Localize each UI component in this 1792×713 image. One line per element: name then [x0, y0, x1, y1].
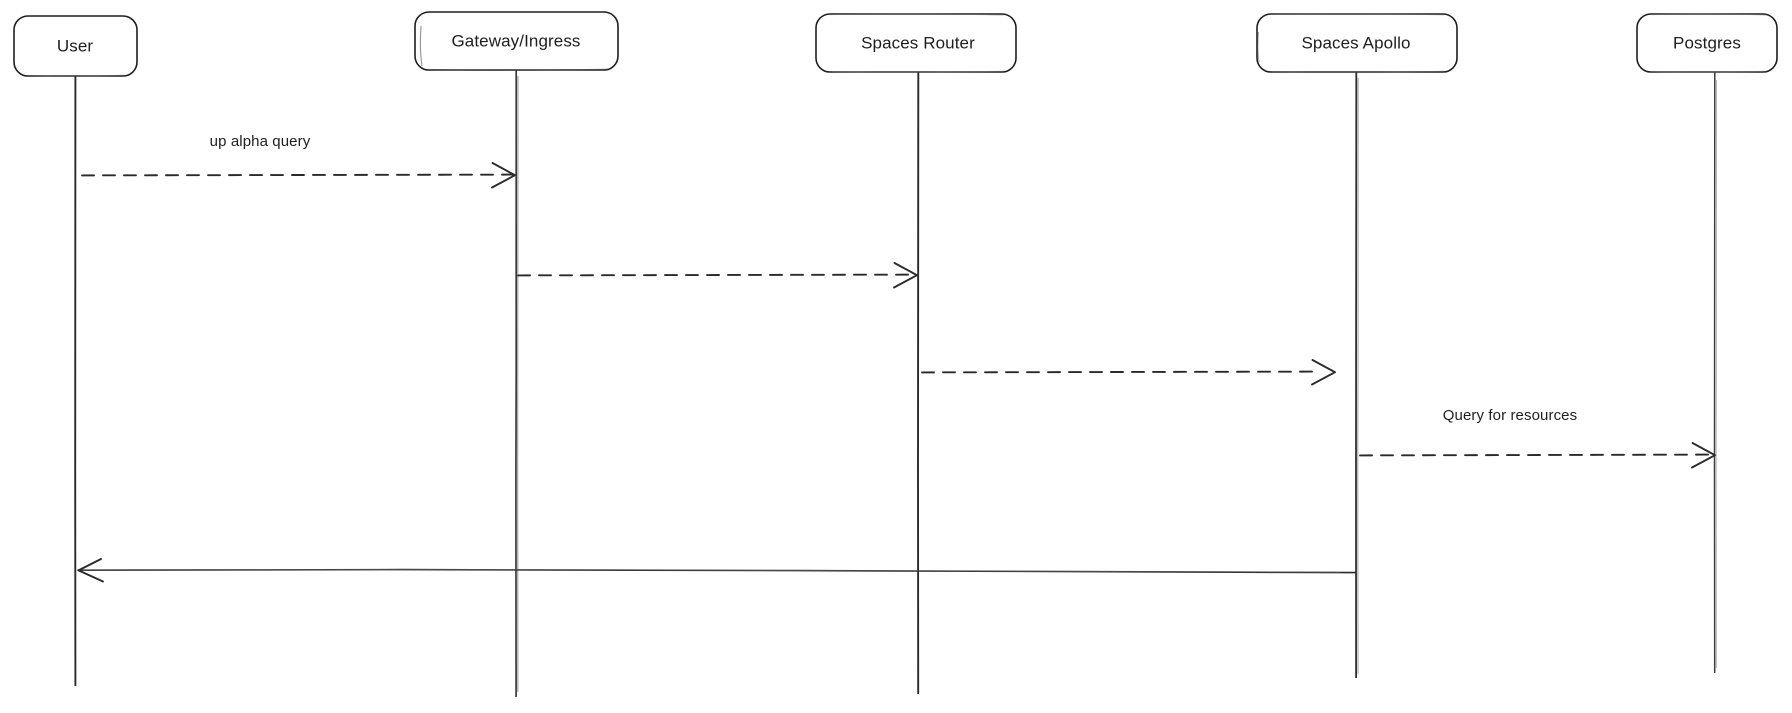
arrowhead-left-icon — [77, 558, 104, 583]
message-line — [1359, 453, 1713, 457]
messages-layer: up alpha query Query for resources — [77, 133, 1716, 583]
message-line-overlay — [79, 568, 1341, 573]
lifelines-layer — [74, 69, 1717, 698]
participant-box-sketch — [419, 25, 609, 71]
participant-box-sketch — [1650, 13, 1767, 73]
participant-gateway[interactable]: Gateway/Ingress — [414, 11, 619, 71]
arrowhead-right-icon — [893, 262, 918, 289]
message-gateway-to-router[interactable] — [517, 262, 918, 289]
message-router-to-apollo[interactable] — [921, 359, 1336, 386]
message-line — [81, 173, 515, 177]
message-line — [921, 370, 1313, 374]
participant-user[interactable]: User — [13, 15, 138, 77]
participant-label: Spaces Apollo — [1301, 33, 1410, 52]
participants-layer: User Gateway/Ingress Spaces Router Space… — [13, 11, 1778, 77]
message-label: Query for resources — [1443, 407, 1577, 424]
message-label: up alpha query — [210, 133, 311, 150]
participant-postgres[interactable]: Postgres — [1636, 13, 1778, 73]
participant-label: Postgres — [1673, 33, 1741, 52]
arrowhead-right-icon — [1691, 442, 1716, 469]
participant-box-sketch — [829, 13, 1005, 73]
message-return-to-user[interactable] — [77, 558, 1356, 583]
participant-spaces-router[interactable]: Spaces Router — [815, 13, 1017, 73]
message-query-for-resources[interactable]: Query for resources — [1359, 407, 1716, 469]
participant-box-sketch — [1257, 13, 1445, 73]
message-up-alpha-query[interactable]: up alpha query — [81, 133, 516, 189]
arrowhead-right-icon — [1311, 359, 1336, 386]
arrowhead-right-icon — [491, 162, 516, 189]
participant-spaces-apollo[interactable]: Spaces Apollo — [1256, 13, 1458, 73]
participant-box-sketch — [28, 74, 125, 77]
participant-label: Gateway/Ingress — [451, 31, 580, 50]
participant-label: Spaces Router — [861, 33, 975, 52]
message-line — [517, 273, 917, 277]
participant-label: User — [57, 36, 94, 55]
